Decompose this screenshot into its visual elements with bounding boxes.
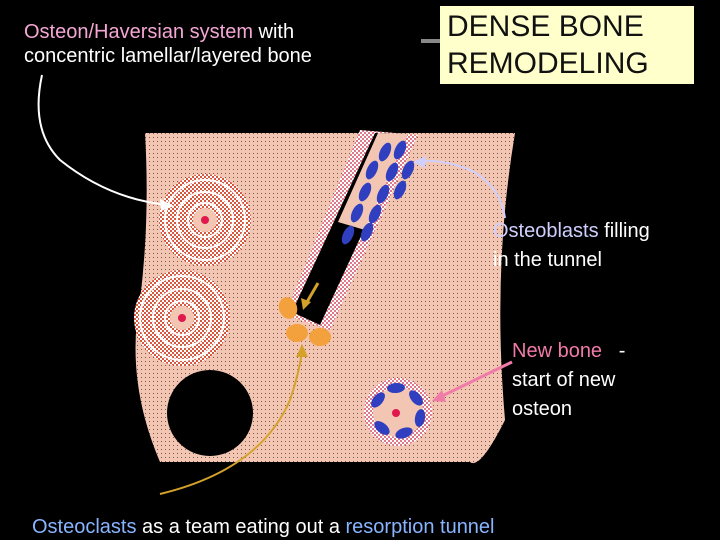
title-line-1: DENSE BONE [447,10,644,43]
label-osteoclasts: Osteoclasts as a team eating out a resor… [32,491,692,539]
pointer-osteoblasts-head [413,156,426,168]
osteon-upper [159,174,251,266]
label-osteoblasts: Osteoblasts filling in the tunnel [493,217,713,275]
label-osteoclasts-mid: as a team eating out a [136,516,346,538]
label-osteon-term: Osteon/Haversian system [24,21,253,43]
resorption-direction-arrow [301,282,320,310]
title-line-2: REMODELING [447,47,649,80]
label-osteon-rest-1: with [252,21,295,43]
label-osteoclasts-tail: resorption tunnel [345,516,495,538]
osteon-middle [134,270,230,366]
osteoblasts-cluster [341,140,415,245]
label-new-bone: New bone - start of new osteon [512,337,692,424]
label-osteoblasts-rest-2: in the tunnel [493,249,602,271]
label-osteoblasts-rest-1: filling [598,220,650,242]
label-new-bone-rest-1: - [602,340,626,362]
pointer-new-bone [437,360,513,400]
pointer-osteoclasts-head [296,344,308,357]
pointer-osteon [37,74,171,206]
label-new-bone-rest-3: osteon [512,398,573,420]
label-osteoclasts-term: Osteoclasts [32,516,137,538]
pointer-new-bone-head [432,390,446,402]
title-box: DENSE BONE REMODELING [440,6,694,84]
label-osteon: Osteon/Haversian system with concentric … [24,20,424,68]
new-osteon [364,378,432,446]
label-new-bone-term: New bone [512,340,603,362]
label-osteoblasts-term: Osteoblasts [493,220,599,242]
osteoclasts-cluster [278,297,331,346]
pointer-osteoblasts [417,160,506,219]
label-new-bone-rest-2: start of new [512,369,616,391]
pointer-osteon-head [160,199,174,211]
pointer-osteoclasts [159,349,303,495]
label-osteon-rest-2: concentric lamellar/layered bone [24,45,312,67]
empty-resorption-canal [167,370,253,456]
